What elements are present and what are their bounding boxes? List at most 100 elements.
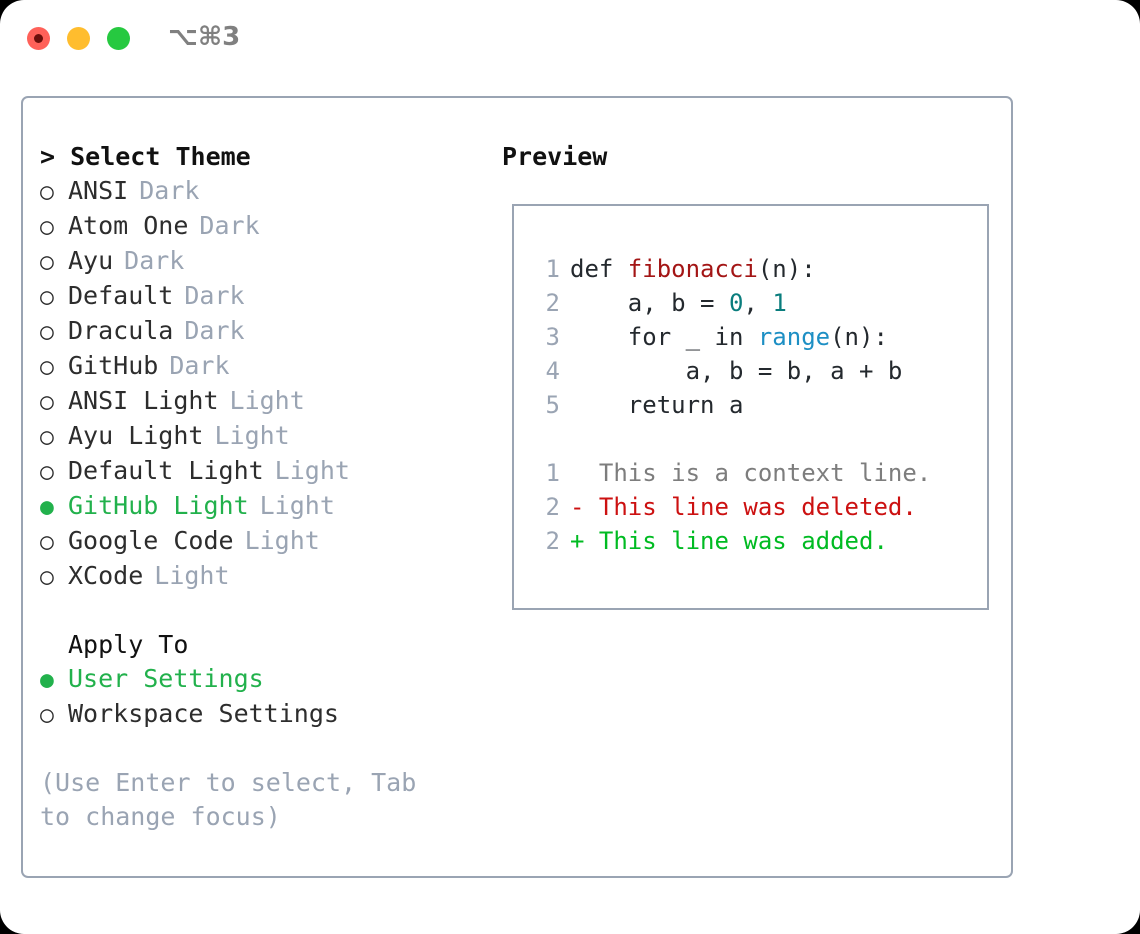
- apply-to-option-0[interactable]: ● User Settings: [40, 662, 480, 697]
- keyboard-shortcut-label: ⌥⌘3: [168, 22, 241, 52]
- theme-option-label: XCode: [68, 561, 144, 590]
- theme-option-label: Google Code: [68, 526, 234, 555]
- theme-option-variant: Light: [229, 386, 305, 415]
- hint-spacer: [40, 732, 480, 766]
- radio-unselected-icon: ○: [40, 424, 54, 450]
- code-line-text: def fibonacci(n):: [570, 252, 816, 286]
- theme-option-1[interactable]: ○ Atom One Dark: [40, 209, 480, 244]
- code-token-call: range: [757, 323, 831, 351]
- theme-option-9[interactable]: ● GitHub Light Light: [40, 489, 480, 524]
- theme-option-variant: Dark: [184, 281, 245, 310]
- preview-heading: Preview: [502, 142, 608, 171]
- radio-unselected-icon: ○: [40, 179, 54, 205]
- theme-option-label: Atom One: [68, 211, 189, 240]
- minimize-button[interactable]: [67, 27, 90, 50]
- theme-option-variant: Light: [274, 456, 350, 485]
- maximize-button[interactable]: [107, 27, 130, 50]
- theme-option-4[interactable]: ○ Dracula Dark: [40, 314, 480, 349]
- apply-to-option-1[interactable]: ○ Workspace Settings: [40, 697, 480, 732]
- code-token-plain: (n):: [757, 255, 816, 283]
- radio-unselected-icon: ○: [40, 459, 54, 485]
- radio-unselected-icon: ○: [40, 319, 54, 345]
- diff-line-number: 2: [545, 527, 560, 555]
- code-token-plain: a, b = b, a + b: [570, 357, 903, 385]
- theme-option-variant: Dark: [184, 316, 245, 345]
- theme-option-variant: Light: [214, 421, 290, 450]
- diff-line-del: 2- This line was deleted.: [530, 490, 981, 524]
- theme-option-label: Ayu: [68, 246, 114, 275]
- radio-unselected-icon: ○: [40, 249, 54, 275]
- theme-option-variant: Dark: [124, 246, 185, 275]
- code-token-plain: (n):: [830, 323, 888, 351]
- theme-option-2[interactable]: ○ Ayu Dark: [40, 244, 480, 279]
- theme-option-label: ANSI: [68, 176, 129, 205]
- code-line: 5 return a: [530, 388, 981, 422]
- code-line-number: 3: [545, 323, 560, 351]
- code-line-number: 4: [545, 357, 560, 385]
- theme-option-7[interactable]: ○ Ayu Light Light: [40, 419, 480, 454]
- code-line: 2 a, b = 0, 1: [530, 286, 981, 320]
- code-diff-spacer: [530, 422, 981, 456]
- theme-option-8[interactable]: ○ Default Light Light: [40, 454, 480, 489]
- diff-block: 1 This is a context line.2- This line wa…: [530, 456, 981, 558]
- code-line: 1 def fibonacci(n):: [530, 252, 981, 286]
- theme-option-label: Default Light: [68, 456, 264, 485]
- theme-option-label: Ayu Light: [68, 421, 204, 450]
- code-token-num: 0: [728, 289, 744, 317]
- radio-unselected-icon: ○: [40, 284, 54, 310]
- theme-option-3[interactable]: ○ Default Dark: [40, 279, 480, 314]
- radio-unselected-icon: ○: [40, 564, 54, 590]
- theme-option-variant: Dark: [169, 351, 230, 380]
- code-line-number: 2: [545, 289, 560, 317]
- select-theme-heading: > Select Theme: [40, 142, 251, 171]
- diff-marker: [570, 456, 599, 490]
- diff-line-number: 1: [545, 459, 560, 487]
- apply-to-heading: Apply To: [68, 630, 189, 659]
- theme-option-label: Default: [68, 281, 174, 310]
- keyboard-hint-text: (Use Enter to select, Tab to change focu…: [40, 768, 432, 831]
- apply-to-option-label: User Settings: [68, 664, 264, 693]
- theme-option-label: Dracula: [68, 316, 174, 345]
- radio-unselected-icon: ○: [40, 702, 54, 728]
- diff-marker: +: [570, 527, 599, 555]
- code-line-number: 1: [545, 255, 560, 283]
- diff-line-text: This is a context line.: [598, 459, 932, 487]
- title-bar: ⌥⌘3: [0, 0, 1140, 76]
- code-line: 4 a, b = b, a + b: [530, 354, 981, 388]
- diff-marker: -: [570, 493, 599, 521]
- code-token-plain: for _ in: [570, 323, 758, 351]
- apply-to-list[interactable]: ● User Settings ○ Workspace Settings: [40, 662, 480, 732]
- radio-unselected-icon: ○: [40, 214, 54, 240]
- radio-selected-icon: ●: [40, 494, 54, 520]
- code-token-plain: a, b =: [570, 289, 729, 317]
- diff-line-ctx: 1 This is a context line.: [530, 456, 981, 490]
- apply-to-option-label: Workspace Settings: [68, 699, 339, 728]
- code-line-text: a, b = 0, 1: [570, 286, 787, 320]
- code-token-fn: fibonacci: [627, 255, 758, 283]
- code-token-num: 1: [772, 289, 787, 317]
- code-token-plain: def: [570, 255, 628, 283]
- diff-line-text: This line was added.: [598, 527, 888, 555]
- radio-selected-icon: ●: [40, 667, 54, 693]
- radio-unselected-icon: ○: [40, 354, 54, 380]
- code-line-text: for _ in range(n):: [570, 320, 888, 354]
- theme-option-label: GitHub Light: [68, 491, 249, 520]
- code-token-plain: ,: [743, 289, 773, 317]
- diff-line-text: This line was deleted.: [598, 493, 917, 521]
- theme-option-variant: Light: [259, 491, 335, 520]
- close-button[interactable]: [27, 27, 50, 50]
- theme-option-variant: Dark: [199, 211, 260, 240]
